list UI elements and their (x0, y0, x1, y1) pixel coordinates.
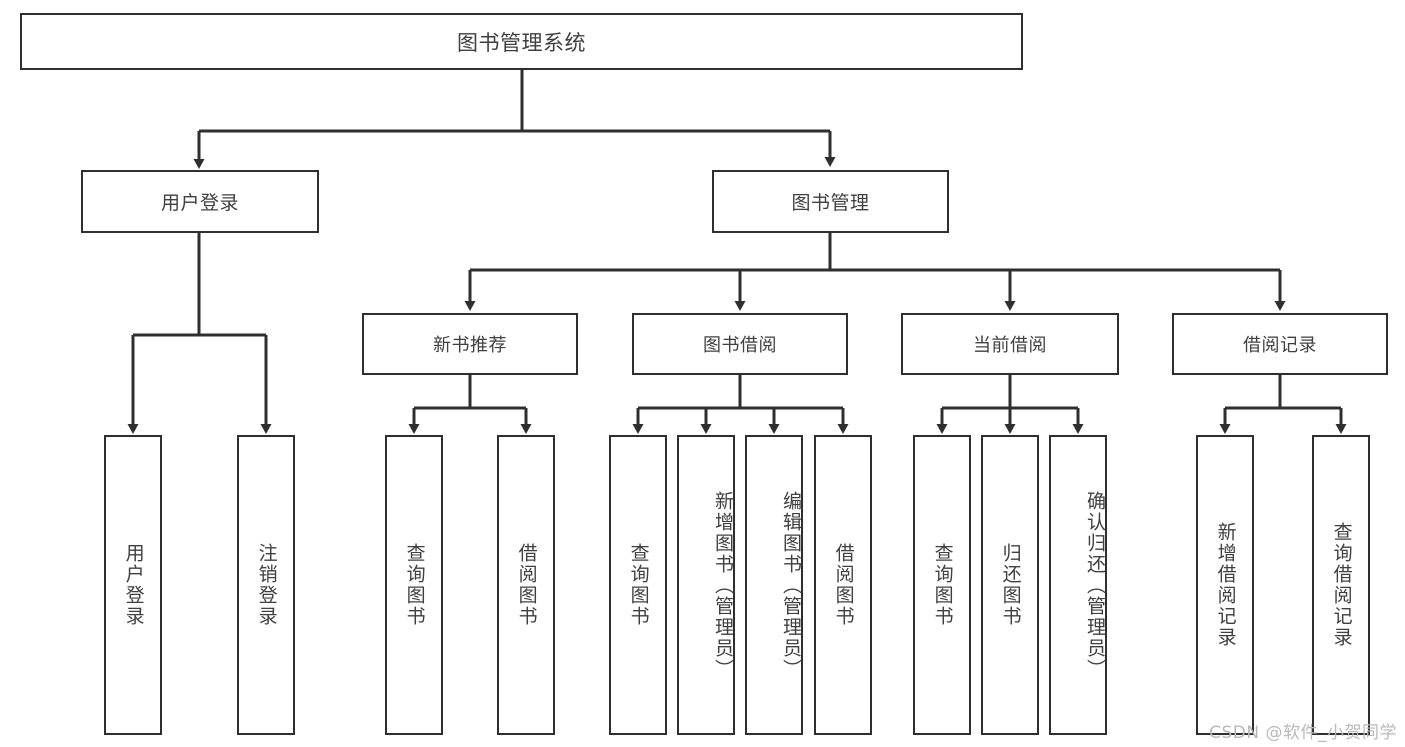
node-label: 当前借阅 (973, 335, 1047, 356)
leaf-logout[interactable]: 注销登录 (237, 435, 295, 735)
leaf-borrow-book[interactable]: 借阅图书 (814, 435, 872, 735)
leaf-edit-book-admin[interactable]: 编辑图书（管理员） (745, 435, 803, 735)
csdn-watermark: CSDN @软件_小贺同学 (1209, 723, 1397, 743)
leaf-return-book[interactable]: 归还图书 (981, 435, 1039, 735)
node-label: 用户登录 (160, 192, 239, 214)
leaf-add-borrow-record[interactable]: 新增借阅记录 (1196, 435, 1254, 735)
leaf-query-book-current[interactable]: 查询图书 (913, 435, 971, 735)
leaf-query-borrow-record[interactable]: 查询借阅记录 (1312, 435, 1370, 735)
node-label: 查询借阅记录 (1330, 522, 1353, 648)
node-label: 查询图书 (627, 543, 650, 627)
leaf-borrow-book-newbook[interactable]: 借阅图书 (497, 435, 555, 735)
node-label: 借阅记录 (1243, 335, 1317, 356)
node-label: 借阅图书 (515, 543, 538, 627)
node-label: 图书管理 (791, 192, 870, 214)
node-label: 新增图书（管理员） (712, 490, 734, 680)
node-new-book-recommend[interactable]: 新书推荐 (362, 313, 578, 375)
node-label: 图书借阅 (703, 335, 777, 356)
leaf-add-book-admin[interactable]: 新增图书（管理员） (677, 435, 735, 735)
node-label: 归还图书 (999, 543, 1022, 627)
node-current-borrow[interactable]: 当前借阅 (901, 313, 1119, 375)
node-label: 编辑图书（管理员） (780, 490, 802, 680)
leaf-user-login[interactable]: 用户登录 (104, 435, 162, 735)
leaf-confirm-return-admin[interactable]: 确认归还（管理员） (1049, 435, 1107, 735)
node-user-login[interactable]: 用户登录 (81, 170, 319, 233)
leaf-query-book-borrow[interactable]: 查询图书 (609, 435, 667, 735)
node-label: 查询图书 (931, 543, 954, 627)
node-label: 注销登录 (255, 543, 278, 627)
node-borrow-record[interactable]: 借阅记录 (1172, 313, 1388, 375)
node-root-book-management-system[interactable]: 图书管理系统 (20, 13, 1023, 70)
leaf-query-book-newbook[interactable]: 查询图书 (385, 435, 443, 735)
node-label: 新增借阅记录 (1214, 522, 1237, 648)
node-label: 查询图书 (403, 543, 426, 627)
node-label: 借阅图书 (832, 543, 855, 627)
node-book-borrow[interactable]: 图书借阅 (632, 313, 848, 375)
node-label: 用户登录 (122, 543, 145, 627)
node-label: 新书推荐 (433, 335, 507, 356)
node-book-management[interactable]: 图书管理 (712, 170, 949, 233)
node-label: 图书管理系统 (457, 30, 586, 55)
node-label: 确认归还（管理员） (1084, 490, 1106, 680)
